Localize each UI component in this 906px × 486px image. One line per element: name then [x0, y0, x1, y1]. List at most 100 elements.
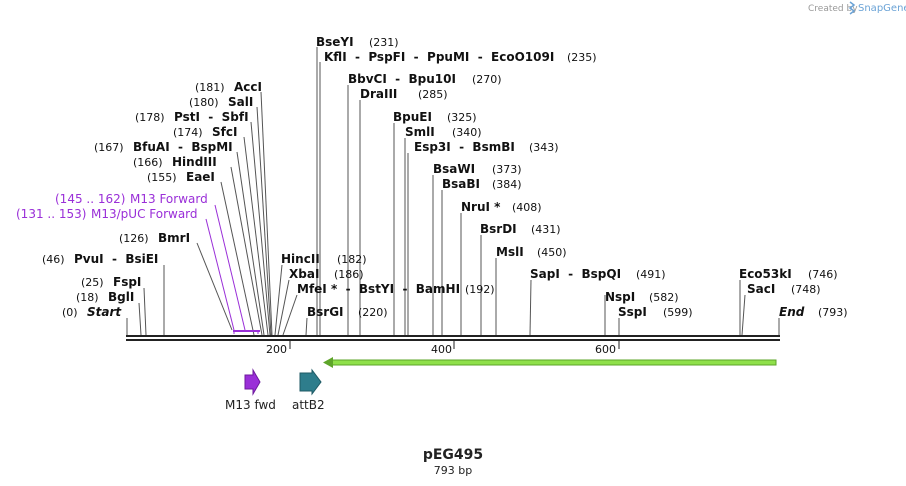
site-sspi-pos: (599): [663, 306, 693, 319]
ruler-label-400: 400: [431, 343, 452, 356]
site-fspi-pos: (25): [81, 276, 104, 289]
site-acci-pos: (181): [195, 81, 225, 94]
line-hincii: [274, 264, 283, 336]
site-hincii: HincII: [281, 252, 320, 266]
site-nrui: NruI *: [461, 200, 501, 214]
site-bgli: BglI: [108, 290, 134, 304]
site-esp3i-pos: (343): [529, 141, 559, 154]
site-bmri: BmrI: [158, 231, 190, 245]
site-lines: [126, 47, 780, 336]
site-sfci-pos: (174): [173, 126, 203, 139]
site-psti: PstI - SbfI: [174, 110, 249, 124]
site-psti-pos: (178): [135, 111, 165, 124]
line-saci: [741, 294, 746, 336]
site-end-pos: (793): [818, 306, 848, 319]
line-psti: [250, 121, 271, 336]
site-sfci: SfcI: [212, 125, 237, 139]
site-msli: MslI: [496, 245, 524, 259]
site-smli-pos: (340): [452, 126, 482, 139]
site-smli: SmlI: [405, 125, 435, 139]
site-esp3i: Esp3I - BsmBI: [414, 140, 515, 154]
line-xbai: [277, 279, 290, 336]
site-bseyi: BseYI: [316, 35, 354, 49]
site-eaei-pos: (155): [147, 171, 177, 184]
primer-m13-forward-range: (145 .. 162): [55, 192, 125, 206]
site-xbai-pos: (186): [334, 268, 364, 281]
backbone-bottom-strand: [126, 339, 780, 341]
primer-m13-puc-forward-name: M13/pUC Forward: [91, 207, 198, 221]
site-bpuei-pos: (325): [447, 111, 477, 124]
sequence-backbone: [126, 335, 780, 341]
site-saci-pos: (748): [791, 283, 821, 296]
site-pvui-pos: (46): [42, 253, 65, 266]
site-sali: SalI: [228, 95, 253, 109]
site-eco53ki-pos: (746): [808, 268, 838, 281]
site-hindiii: HindIII: [172, 155, 217, 169]
site-draiii-pos: (285): [418, 88, 448, 101]
line-eaei: [220, 181, 255, 336]
primer-mark-m13-puc-forward: [233, 330, 260, 332]
line-acci: [260, 91, 273, 336]
site-mfei-pos: (192): [465, 283, 495, 296]
site-bbvci: BbvCI - Bpu10I: [348, 72, 456, 86]
site-bsawi: BsaWI: [433, 162, 475, 176]
feature-green-arrow: [323, 357, 777, 368]
site-labels: BseYI (231) KflI - PspFI - PpuMI - EcoO1…: [42, 35, 848, 319]
site-bsrgi-pos: (220): [358, 306, 388, 319]
site-nspi-pos: (582): [649, 291, 679, 304]
line-mfei: [282, 294, 298, 336]
site-sapi: SapI - BspQI: [530, 267, 621, 281]
site-bmri-pos: (126): [119, 232, 149, 245]
line-hindiii: [230, 166, 263, 336]
line-bgli: [138, 302, 142, 336]
site-bsabi-pos: (384): [492, 178, 522, 191]
site-eco53ki: Eco53kI: [739, 267, 792, 281]
site-msli-pos: (450): [537, 246, 567, 259]
site-kfli: KflI - PspFI - PpuMI - EcoO109I: [324, 50, 554, 64]
site-hindiii-pos: (166): [133, 156, 163, 169]
line-bsrgi: [305, 317, 308, 336]
site-xbai: XbaI: [289, 267, 319, 281]
site-bfuai-pos: (167): [94, 141, 124, 154]
site-acci: AccI: [234, 80, 262, 94]
site-saci: SacI: [747, 282, 775, 296]
feature-m13-fwd: M13 fwd: [225, 368, 276, 412]
site-bsawi-pos: (373): [492, 163, 522, 176]
site-pvui: PvuI - BsiEI: [74, 252, 158, 266]
ruler-label-600: 600: [595, 343, 616, 356]
site-start-pos: (0): [62, 306, 78, 319]
site-bsrdi-pos: (431): [531, 223, 561, 236]
site-bfuai: BfuAI - BspMI: [133, 140, 233, 154]
line-bmri: [196, 242, 233, 331]
site-bgli-pos: (18): [76, 291, 99, 304]
site-start: Start: [87, 305, 122, 319]
ruler: 200 400 600: [266, 341, 620, 356]
primer-lines: [205, 204, 246, 331]
site-kfli-pos: (235): [567, 51, 597, 64]
site-bseyi-pos: (231): [369, 36, 399, 49]
site-sali-pos: (180): [189, 96, 219, 109]
backbone-top-strand: [126, 335, 780, 337]
site-draiii: DraIII: [360, 87, 397, 101]
site-end: End: [779, 305, 805, 319]
site-fspi: FspI: [113, 275, 141, 289]
plasmid-length: 793 bp: [434, 464, 472, 477]
line-fspi: [143, 287, 147, 336]
site-mfei: MfeI * - BstYI - BamHI: [297, 282, 460, 296]
primer-labels: (145 .. 162) M13 Forward (131 .. 153) M1…: [16, 192, 208, 221]
site-bsrgi: BsrGI: [307, 305, 344, 319]
site-eaei: EaeI: [186, 170, 215, 184]
site-nspi: NspI: [605, 290, 635, 304]
line-sali: [256, 106, 272, 336]
site-bbvci-pos: (270): [472, 73, 502, 86]
feature-label-m13-fwd: M13 fwd: [225, 398, 276, 412]
site-sspi: SspI: [618, 305, 647, 319]
ruler-label-200: 200: [266, 343, 287, 356]
primer-binding-marks: [233, 330, 260, 334]
line-sapi: [529, 279, 532, 336]
site-bsabi: BsaBI: [442, 177, 480, 191]
snapgene-logo-icon: [848, 1, 856, 15]
plasmid-name: pEG495: [423, 447, 483, 463]
feature-label-attb2: attB2: [292, 398, 325, 412]
